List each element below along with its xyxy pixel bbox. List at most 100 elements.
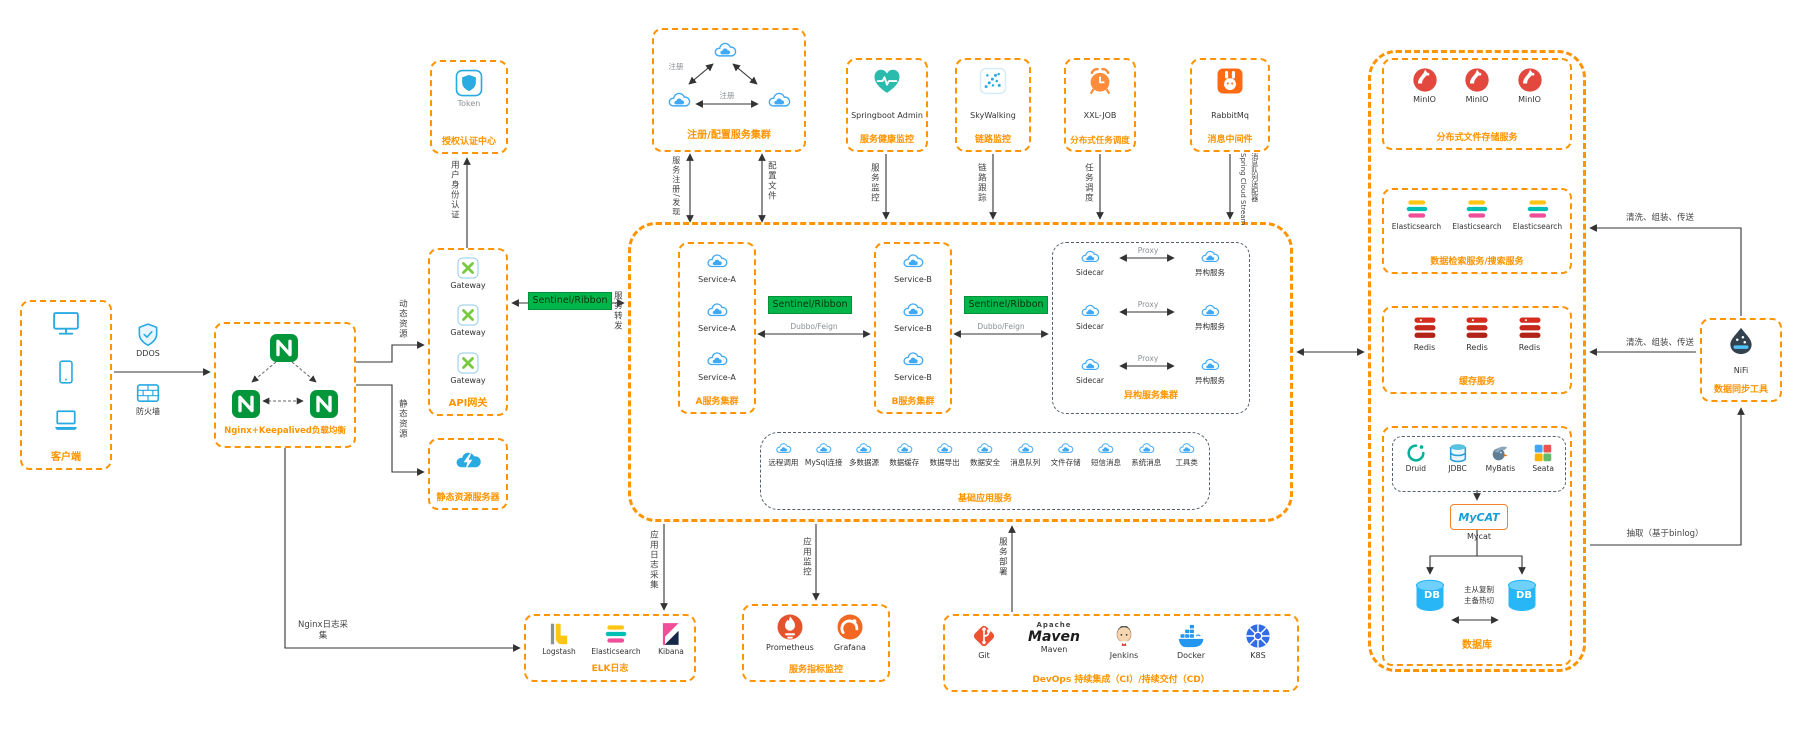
sidecar-label: Sidecar: [1075, 322, 1105, 331]
sentinel-ribbon-tag: Sentinel/Ribbon: [964, 296, 1048, 314]
static-server-group: 静态资源服务器: [428, 438, 508, 510]
hetero-cluster-group: Sidecar 异构服务 Sidecar 异构服务 Sidecar 异构服务 异…: [1052, 242, 1250, 414]
springboot-admin-name: Springboot Admin: [851, 111, 923, 120]
elasticsearch-icon: [1464, 196, 1490, 222]
cloud-icon: [853, 440, 874, 458]
es-node: Elasticsearch: [1447, 196, 1507, 231]
edge-label-config: 配置文件: [766, 161, 777, 201]
cloud-icon: [703, 348, 731, 372]
cloud-icon: [1136, 440, 1157, 458]
cluster-a-group: Service-A Service-A Service-A A服务集群: [678, 242, 756, 414]
hetero-service-node: 异构服务: [1179, 355, 1241, 385]
springboot-admin-group: Springboot Admin 服务健康监控: [846, 58, 928, 152]
skywalking-label: 链路监控: [974, 135, 1011, 146]
cloud-icon: [934, 440, 955, 458]
cloud-icon: [1078, 301, 1102, 322]
skywalking-name: SkyWalking: [970, 111, 1016, 120]
jenkins-node: Jenkins: [1094, 622, 1154, 660]
cluster-b-label: B服务集群: [891, 397, 935, 408]
base-service-node: 数据导出: [925, 440, 965, 467]
docker-node: Docker: [1161, 622, 1221, 660]
springboot-admin-label: 服务健康监控: [859, 135, 914, 146]
elk-label: ELK日志: [591, 664, 629, 674]
redis-node: Redis: [1463, 314, 1491, 352]
sentinel-ribbon-tag: Sentinel/Ribbon: [768, 296, 852, 314]
central-service-area: [628, 222, 1293, 522]
service-a-node: Service-A: [698, 299, 736, 333]
edge-label-trace: 链路跟踪: [976, 163, 987, 203]
mybatis-node: MyBatis: [1479, 442, 1521, 473]
grafana-node: Grafana: [834, 612, 866, 652]
static-server-label: 静态资源服务器: [436, 493, 500, 504]
elk-group: Logstash Elasticsearch Kibana ELK日志: [524, 614, 696, 682]
gateway-node: Gateway: [450, 303, 486, 338]
mybatis-icon: [1489, 442, 1511, 464]
logstash-node: Logstash: [534, 621, 584, 656]
gateway-label: Gateway: [450, 328, 486, 338]
redis-icon: [1516, 314, 1544, 342]
edge-label-reg-discovery: 服务注册/发现: [671, 156, 681, 218]
token-shield-icon: [454, 68, 484, 98]
edge-label-svc-monitor: 服务监控: [869, 163, 880, 203]
client-group-label: 客户端: [51, 452, 81, 463]
edge-nifi-search: [1589, 224, 1742, 316]
cloud-icon: [1015, 440, 1036, 458]
gateway-node: Gateway: [450, 256, 486, 290]
druid-node: Druid: [1396, 442, 1436, 473]
cloud-icon: [1198, 355, 1222, 376]
metrics-group: Prometheus Grafana 服务指标监控: [742, 604, 890, 682]
metrics-row: Prometheus Grafana: [746, 612, 886, 652]
search-label: 数据检索服务/搜索服务: [1430, 257, 1524, 268]
edge-label-schedule: 任务调度: [1083, 163, 1094, 203]
base-service-node: 多数据源: [844, 440, 884, 467]
base-service-node: 工具类: [1167, 440, 1207, 467]
jdbc-icon: [1447, 442, 1469, 464]
replication-note: 主从复制 主备热切: [1464, 585, 1494, 605]
rabbitmq-group: RabbitMq 消息中间件: [1190, 58, 1270, 152]
seata-node: Seata: [1524, 442, 1562, 473]
gateway-label: Gateway: [450, 375, 486, 385]
db-text: DB: [1516, 590, 1532, 601]
base-service-node: 数据安全: [965, 440, 1005, 467]
registry-cloud-icon: [710, 38, 740, 64]
prometheus-node: Prometheus: [766, 612, 814, 652]
edge-db-nifi: [1590, 407, 1745, 546]
kubernetes-icon: [1244, 622, 1272, 650]
edge-label-proxy: Proxy: [1137, 300, 1159, 309]
mycat-label: Mycat: [1466, 532, 1492, 541]
edge-label-forward: 服务转发: [612, 291, 623, 331]
service-b-node: Service-B: [894, 348, 932, 382]
gateway-icon: [456, 303, 480, 327]
skywalking-icon: [977, 66, 1009, 96]
cloud-icon: [894, 440, 915, 458]
cloud-icon: [1176, 440, 1197, 458]
service-b-node: Service-B: [894, 299, 932, 333]
cloud-icon: [899, 299, 927, 323]
devops-group: Git Apache Maven Maven Jenkins Docker K8…: [943, 614, 1299, 692]
jenkins-icon: [1110, 622, 1138, 650]
service-b-node: Service-B: [894, 250, 932, 284]
druid-icon: [1405, 442, 1427, 464]
edge-label-stream: Spring Cloud Stream 消息队列适配器: [1238, 153, 1259, 226]
redis-node: Redis: [1411, 314, 1439, 352]
base-service-node: 短信消息: [1086, 440, 1126, 467]
base-service-node: 数据缓存: [884, 440, 924, 467]
hetero-service-label: 异构服务: [1195, 322, 1225, 331]
redis-node: Redis: [1516, 314, 1544, 352]
metrics-label: 服务指标监控: [788, 665, 843, 676]
minio-icon: [1411, 66, 1439, 94]
minio-row: MinIO MinIO MinIO: [1386, 66, 1568, 104]
registry-label: 注册/配置服务集群: [687, 130, 771, 141]
kibana-icon: [658, 621, 684, 647]
base-services-row: 远程调用 MySql连接 多数据源 数据缓存 数据导出 数据安全 消息队列 文件…: [763, 440, 1207, 467]
registry-cloud-icon: [664, 88, 694, 114]
edge-label-dynamic: 动态资源: [397, 299, 408, 339]
right-storage-area: [1368, 50, 1586, 672]
cloud-icon: [1198, 301, 1222, 322]
nifi-drop-icon: [1725, 326, 1757, 356]
skywalking-group: SkyWalking 链路监控: [955, 58, 1031, 152]
edge-label-nginx-log: Nginx日志采集: [297, 620, 349, 641]
service-b-label: Service-B: [894, 373, 932, 383]
rabbit-icon: [1215, 66, 1245, 96]
edge-label-etl-a: 清洗、组装、传送: [1625, 213, 1694, 223]
